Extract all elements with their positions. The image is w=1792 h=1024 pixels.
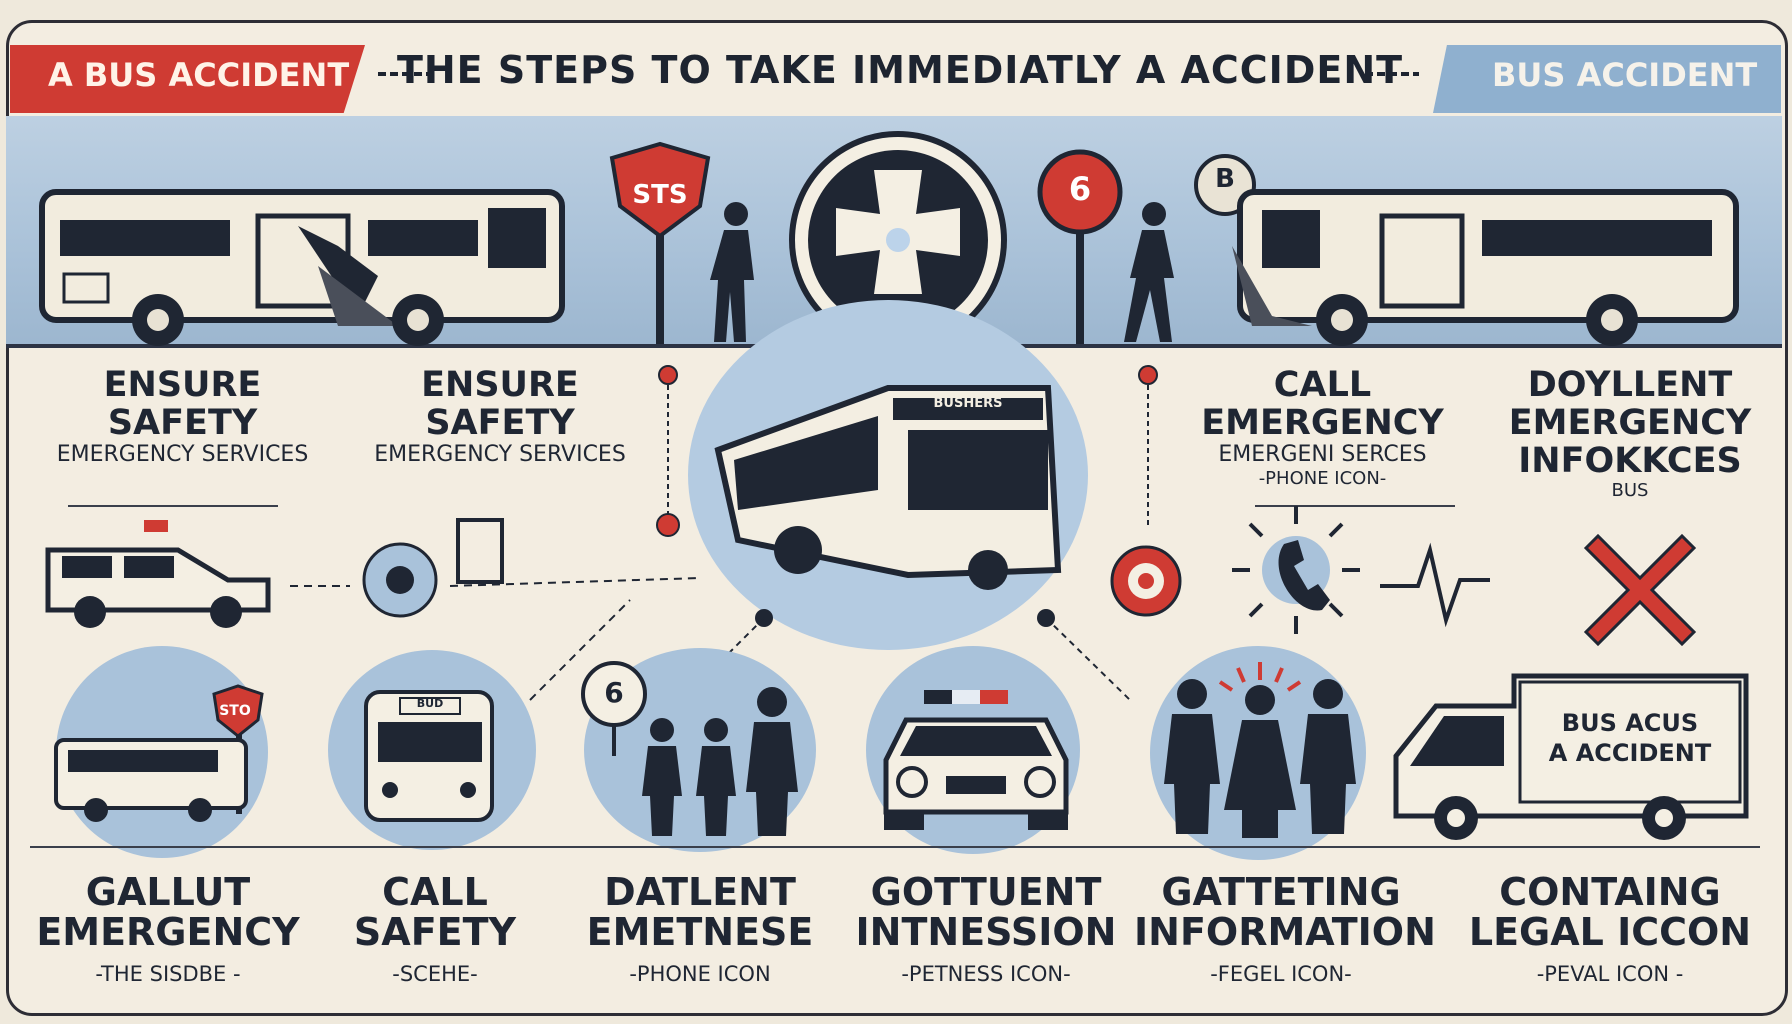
number-sign-label: 6: [1068, 170, 1092, 208]
bottom-step-line2: EMETNESE: [586, 910, 814, 954]
stop-small-label: STO: [219, 703, 251, 719]
bottom-step-line1: GATTETING: [1161, 870, 1401, 914]
step-call-emergency: CALL EMERGENCY EMERGENI SERCES -PHONE IC…: [1180, 366, 1465, 490]
step-subtitle: EMERGENCY SERVICES: [56, 442, 309, 467]
bottom-step-caption: -SCEHE-: [392, 962, 478, 986]
bottom-step-line2: SAFETY: [353, 910, 517, 954]
target-icon: [1110, 545, 1182, 617]
step-title-line1: ENSURE: [103, 365, 262, 405]
dashed-connectors: [529, 599, 1131, 701]
step-ensure-safety-1: ENSURE SAFETY EMERGENCY SERVICES: [50, 366, 315, 468]
cross-mark-icon: [1583, 533, 1697, 647]
bottom-step-line1: GALLUT: [85, 870, 251, 914]
bottom-step-caption: -PHONE ICON: [629, 962, 771, 986]
bottom-step-line2: LEGAL ICCON: [1468, 910, 1752, 954]
step-title-line1: CALL: [1273, 365, 1372, 405]
bottom-step-3: DATLENT EMETNESE -PHONE ICON: [560, 872, 840, 986]
badge-b-label: B: [1215, 164, 1235, 194]
police-car-icon: [883, 690, 1069, 830]
bottom-step-line1: CONTAING: [1499, 870, 1721, 914]
bottom-step-2: CALL SAFETY -SCEHE-: [320, 872, 550, 986]
bottom-step-1: GALLUT EMERGENCY -THE SISDBE -: [28, 872, 308, 986]
step-subtitle: EMERGENI SERCES: [1218, 442, 1427, 467]
bottom-step-line2: INFORMATION: [1134, 910, 1436, 954]
right-banner: [1433, 45, 1781, 113]
bottom-step-caption: -PEVAL ICON -: [1536, 962, 1684, 986]
step-title-line1: ENSURE: [421, 365, 579, 405]
person-icon: [710, 202, 754, 342]
step-ensure-safety-2: ENSURE SAFETY EMERGENCY SERVICES: [355, 366, 645, 468]
bus-front-icon: [364, 690, 494, 822]
left-banner-label: A BUS ACCIDENT: [48, 56, 350, 94]
right-banner-label: BUS ACCIDENT: [1492, 56, 1758, 94]
bus-stop-icon: [54, 684, 264, 822]
step-title-line2: SAFETY: [107, 403, 258, 443]
step-title-line3: INFOKKCES: [1518, 441, 1742, 481]
step-emergency-info: DOYLLENT EMERGENCY INFOKKCES BUS: [1490, 366, 1770, 502]
van-icon: [45, 520, 271, 628]
bottom-step-6: CONTAING LEGAL ICCON -PEVAL ICON -: [1450, 872, 1770, 986]
bottom-step-4: GOTTUENT INTNESSION -PETNESS ICON-: [848, 872, 1124, 986]
divider: [1255, 505, 1455, 507]
step-title-line1: DOYLLENT: [1527, 365, 1733, 405]
family-icon: [642, 687, 798, 836]
stop-sign-label: STS: [632, 180, 688, 210]
bottom-step-caption: -THE SISDBE -: [95, 962, 241, 986]
bottom-step-caption: -FEGEL ICON-: [1210, 962, 1352, 986]
red-pin-icon: [656, 365, 680, 537]
stop-sign-icon: [609, 141, 711, 344]
bus-sign-label: BUD: [416, 697, 444, 710]
crashed-bus-left-icon: [39, 189, 565, 346]
bottom-step-5: GATTETING INFORMATION -FEGEL ICON-: [1134, 870, 1436, 986]
bottom-step-caption: -PETNESS ICON-: [901, 962, 1071, 986]
step-note: BUS: [1611, 480, 1649, 501]
step-subtitle: EMERGENCY SERVICES: [374, 442, 626, 467]
step-note: -PHONE ICON-: [1258, 468, 1387, 489]
number-sign-icon: [1037, 149, 1123, 344]
bottom-step-line2: INTNESSION: [855, 910, 1117, 954]
van-label-line1: BUS ACUS: [1561, 709, 1699, 737]
number-badge-label: 6: [604, 676, 624, 709]
left-banner: [10, 45, 365, 113]
bottom-divider: [30, 846, 1760, 848]
medical-cross-icon: [789, 131, 1007, 349]
person-walking-icon: [1124, 202, 1174, 342]
bottom-step-line1: DATLENT: [604, 870, 796, 914]
scene-connector: [290, 518, 701, 618]
accident-van-icon: [1393, 673, 1749, 840]
bottom-step-line1: CALL: [382, 870, 488, 914]
heartbeat-icon: [1380, 542, 1490, 628]
crashed-bus-right-icon: [1232, 189, 1739, 346]
divider: [68, 505, 278, 507]
phone-icon: [1232, 506, 1360, 634]
center-bus-icon: [714, 385, 1062, 590]
step-title-line2: SAFETY: [425, 403, 575, 443]
bottom-step-line2: EMERGENCY: [36, 910, 300, 954]
red-pin-icon: [1138, 365, 1158, 525]
bottom-step-line1: GOTTUENT: [870, 870, 1102, 914]
van-label-line2: A ACCIDENT: [1548, 739, 1712, 767]
group-people-icon: [1164, 662, 1356, 838]
bus-marquee: BUSHERS: [933, 396, 1003, 411]
number-badge-icon: [581, 661, 647, 756]
van-label: BUS ACUS A ACCIDENT: [1525, 708, 1735, 768]
step-title-line2: EMERGENCY: [1201, 403, 1444, 443]
page-title: THE STEPS TO TAKE IMMEDIATLY A ACCIDENT: [396, 48, 1404, 92]
title-dash-left: [378, 72, 432, 76]
step-title-line2: EMERGENCY: [1508, 403, 1752, 443]
title-dash-right: [1365, 72, 1419, 76]
